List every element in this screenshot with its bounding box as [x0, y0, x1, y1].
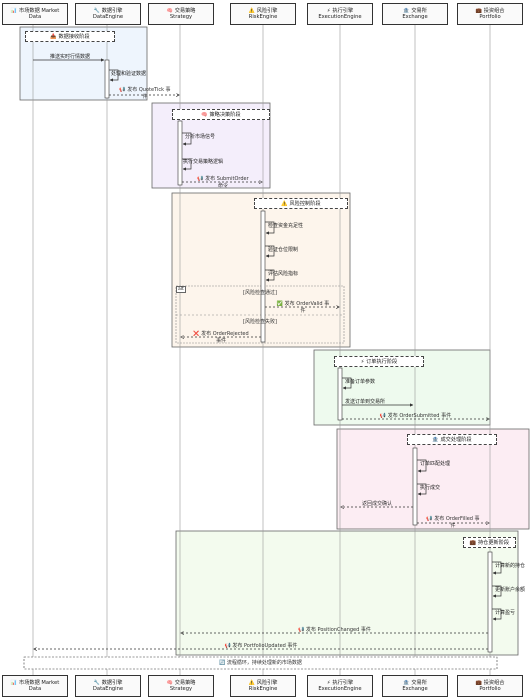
brain-icon: 🧠 — [166, 679, 173, 686]
msg-check-position-label: 验证仓位限制 — [268, 247, 299, 253]
bank-icon: 🏦 — [403, 7, 410, 14]
msg-calc-position-label: 计算新的持仓 — [495, 563, 526, 569]
lightning-icon: ⚡ — [326, 7, 331, 14]
activation-data-engine — [104, 59, 110, 99]
msg-order-filled-label: 📢 发布 OrderFilled 事件 — [426, 516, 480, 529]
phase-exec-group — [336, 428, 530, 530]
alt-fail-label: [风险检查失败] — [243, 319, 277, 325]
msg-prepare-order-label: 准备订单参数 — [345, 379, 376, 385]
msg-fill-confirm-label: 返回成交确认 — [361, 501, 392, 507]
briefcase-icon: 💼 — [475, 679, 482, 686]
briefcase-icon: 💼 — [475, 7, 482, 14]
msg-update-balance-label: 更新账户余额 — [495, 587, 526, 593]
wrench-icon: 🔧 — [93, 7, 100, 14]
phase-exec-label: 🏦 成交处理阶段 — [407, 434, 497, 445]
msg-match-order-label: 订单匹配处理 — [420, 461, 451, 467]
chart-icon: 📊 — [10, 7, 17, 14]
msg-order-valid-label: ✅ 发布 OrderValid 事件 — [276, 301, 330, 314]
msg-analyze-signal — [182, 132, 192, 146]
phase-portfolio-group — [175, 530, 519, 656]
activation-exchange — [412, 447, 418, 526]
msg-calc-pnl-label: 计算盈亏 — [495, 610, 516, 616]
warning-icon: ⚠️ — [248, 7, 255, 14]
bank-icon: 🏦 — [403, 679, 410, 686]
msg-execute-fill-label: 执行成交 — [420, 485, 441, 491]
footer-note-box — [23, 656, 498, 670]
msg-match-order — [417, 459, 427, 473]
activation-strategy — [177, 120, 183, 186]
msg-risk-metrics — [265, 269, 275, 282]
msg-strategy-logic — [182, 158, 192, 171]
msg-strategy-logic-label: 执行交易策略逻辑 — [183, 159, 224, 165]
brain-icon: 🧠 — [166, 7, 173, 14]
msg-check-funds — [265, 221, 275, 235]
msg-position-changed-label: 📢 发布 PositionChanged 事件 — [298, 627, 371, 633]
footer-note-text: 🔄 流程循环，持续处理新的市场数据 — [219, 660, 302, 666]
msg-portfolio-updated-label: 📢 发布 PortfolioUpdated 事件 — [224, 643, 298, 649]
msg-push-quotes-label: 推送实时行情数据 — [50, 54, 91, 60]
msg-process-data-label: 处理和验证数据 — [111, 71, 147, 77]
alt-pass-label: [风险检查通过] — [243, 290, 277, 296]
activation-execution-engine — [337, 367, 343, 421]
activation-portfolio — [487, 551, 493, 653]
chart-icon: 📊 — [10, 679, 17, 686]
msg-check-position — [265, 245, 275, 258]
alt-keyword: alt — [176, 286, 186, 293]
phase-strategy-label: 🧠 策略决策阶段 — [172, 109, 270, 120]
msg-calc-pnl — [492, 608, 502, 621]
msg-prepare-order — [342, 377, 352, 390]
msg-check-funds-label: 检查资金充足性 — [268, 223, 304, 229]
phase-order-label: ⚡ 订单执行阶段 — [334, 356, 424, 367]
msg-process-data — [109, 69, 119, 82]
msg-execute-fill — [417, 483, 427, 496]
phase-portfolio-label: 💼 持仓更新阶段 — [463, 537, 516, 548]
msg-analyze-signal-label: 分析市场信号 — [185, 134, 216, 140]
msg-order-submitted-label: 📢 发布 OrderSubmitted 事件 — [379, 413, 452, 419]
warning-icon: ⚠️ — [248, 679, 255, 686]
lightning-icon: ⚡ — [326, 679, 331, 686]
wrench-icon: 🔧 — [93, 679, 100, 686]
alt-frame — [175, 285, 345, 344]
phase-risk-label: ⚠️ 风险控制阶段 — [254, 198, 348, 209]
msg-quote-tick-label: 📢 发布 QuoteTick 事件 — [119, 87, 171, 100]
phase-data-label: 📥 数据接收阶段 — [25, 31, 115, 42]
msg-send-order-label: 发送订单到交易所 — [345, 399, 386, 405]
msg-risk-metrics-label: 评估风险指标 — [268, 271, 299, 277]
msg-calc-position — [492, 561, 502, 575]
msg-update-balance — [492, 585, 502, 598]
activation-risk-engine — [260, 210, 266, 343]
